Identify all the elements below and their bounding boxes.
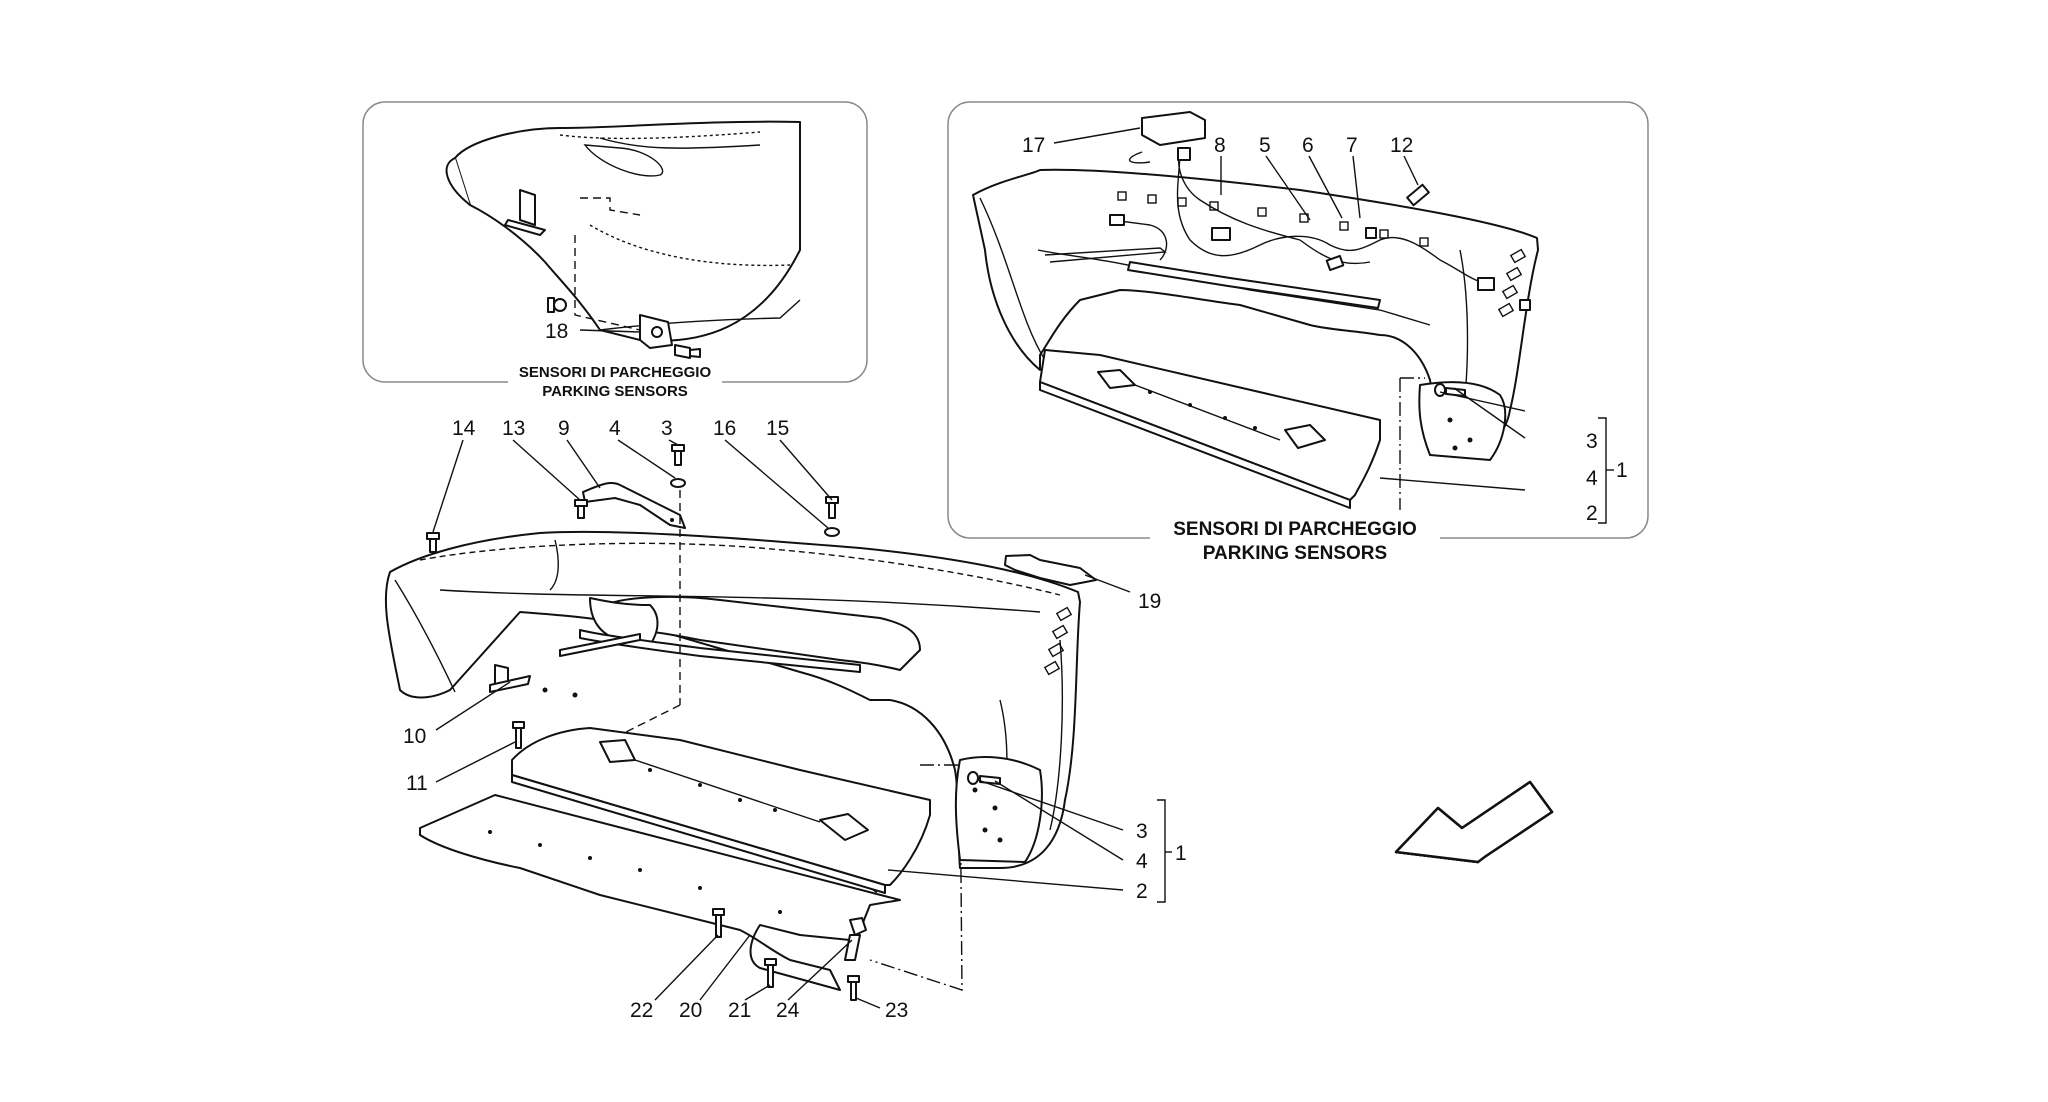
- callout-19: 19: [1138, 590, 1161, 613]
- inset-right-caption-en: PARKING SENSORS: [1203, 543, 1387, 564]
- inset-panel-left: 18 SENSORI DI PARCHEGGIO PARKING SENSORS: [362, 101, 868, 402]
- callout-1-inset: 1: [1616, 459, 1628, 482]
- inset-left-caption-en: PARKING SENSORS: [542, 383, 688, 400]
- callout-6: 6: [1302, 134, 1314, 157]
- callout-5: 5: [1259, 134, 1271, 157]
- callout-17: 17: [1022, 134, 1045, 157]
- callout-4-inset: 4: [1586, 467, 1598, 490]
- callout-3-main-top: 3: [661, 417, 673, 440]
- callout-2-main: 2: [1136, 880, 1148, 903]
- callout-11: 11: [406, 772, 428, 795]
- callout-20: 20: [679, 999, 702, 1022]
- front-direction-arrow-icon: [1394, 780, 1554, 864]
- callout-9: 9: [558, 417, 570, 440]
- inset-panel-right: 17 8 5 6 7 12 3 4 2 1 SENSORI DI PARCHEG…: [947, 101, 1649, 564]
- inset-right-caption-it: SENSORI DI PARCHEGGIO: [1173, 519, 1417, 540]
- callout-3-main: 3: [1136, 820, 1148, 843]
- callout-13: 13: [502, 417, 525, 440]
- callout-23: 23: [885, 999, 908, 1022]
- callout-10: 10: [403, 725, 426, 748]
- main-exploded-view: 14 13 9 4 3 16 15 19 10 11 3 4 2 1 22 20…: [384, 417, 1187, 1022]
- callout-12: 12: [1390, 134, 1413, 157]
- callout-3-inset: 3: [1586, 430, 1598, 453]
- callout-4-main-top: 4: [609, 417, 621, 440]
- callout-22: 22: [630, 999, 653, 1022]
- callout-24: 24: [776, 999, 800, 1022]
- callout-16: 16: [713, 417, 736, 440]
- callout-1-main: 1: [1175, 842, 1187, 865]
- callout-21: 21: [728, 999, 751, 1022]
- callout-15: 15: [766, 417, 789, 440]
- callout-14: 14: [452, 417, 476, 440]
- callout-2-inset: 2: [1586, 502, 1598, 525]
- inset-left-caption-it: SENSORI DI PARCHEGGIO: [519, 364, 712, 381]
- callout-18: 18: [545, 320, 568, 343]
- callout-8: 8: [1214, 134, 1226, 157]
- callout-4-main: 4: [1136, 850, 1148, 873]
- callout-7: 7: [1346, 134, 1358, 157]
